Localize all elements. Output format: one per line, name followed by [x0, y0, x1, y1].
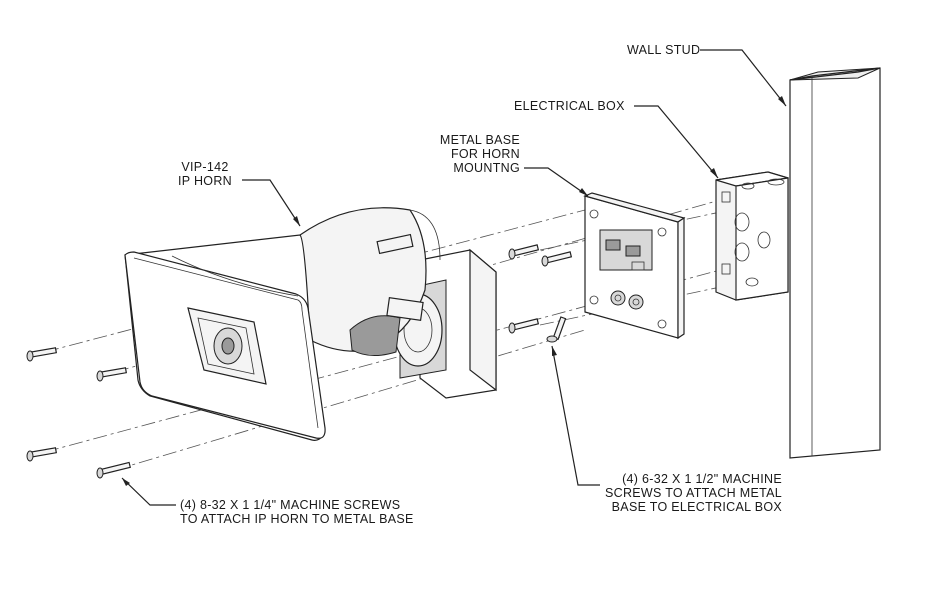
- electrical-box: [715, 171, 789, 301]
- screw: [96, 461, 132, 479]
- horn-line-2: IP HORN: [178, 174, 232, 188]
- metal-base-label: METAL BASE FOR HORN MOUNTNG: [432, 133, 520, 175]
- box-screws: [508, 244, 573, 343]
- electrical-box-text: ELECTRICAL BOX: [514, 99, 625, 113]
- box-screws-line-3: BASE TO ELECTRICAL BOX: [611, 500, 782, 514]
- horn-screws-line-2: TO ATTACH IP HORN TO METAL BASE: [180, 512, 414, 526]
- box-screws-line-2: SCREWS TO ATTACH METAL: [605, 486, 782, 500]
- box-screws-label: (4) 6-32 X 1 1/2" MACHINE SCREWS TO ATTA…: [588, 472, 782, 514]
- horn-screws-label: (4) 8-32 X 1 1/4" MACHINE SCREWS TO ATTA…: [180, 498, 414, 526]
- horn-screws: [26, 347, 132, 479]
- screw: [508, 318, 540, 334]
- horn-line-1: VIP-142: [181, 160, 229, 174]
- horn-bell: [124, 234, 326, 441]
- metal-base-line-2: FOR HORN: [450, 147, 520, 161]
- screw: [541, 251, 573, 267]
- screw: [26, 347, 58, 362]
- wall-stud-label: WALL STUD: [627, 43, 700, 57]
- horn-screws-line-1: (4) 8-32 X 1 1/4" MACHINE SCREWS: [180, 498, 401, 512]
- wall-stud: [789, 67, 881, 459]
- horn-driver: [299, 207, 497, 399]
- screw: [96, 367, 128, 382]
- leader-lines: [121, 49, 787, 506]
- box-screws-line-1: (4) 6-32 X 1 1/2" MACHINE: [622, 472, 782, 486]
- metal-base: [583, 192, 686, 340]
- horn-label: VIP-142 IP HORN: [168, 160, 242, 188]
- screw: [26, 447, 58, 462]
- screw: [508, 244, 540, 260]
- electrical-box-label: ELECTRICAL BOX: [514, 99, 625, 113]
- metal-base-line-1: METAL BASE: [439, 133, 520, 147]
- screw: [546, 316, 567, 343]
- wall-stud-text: WALL STUD: [627, 43, 701, 57]
- metal-base-line-3: MOUNTNG: [453, 161, 520, 175]
